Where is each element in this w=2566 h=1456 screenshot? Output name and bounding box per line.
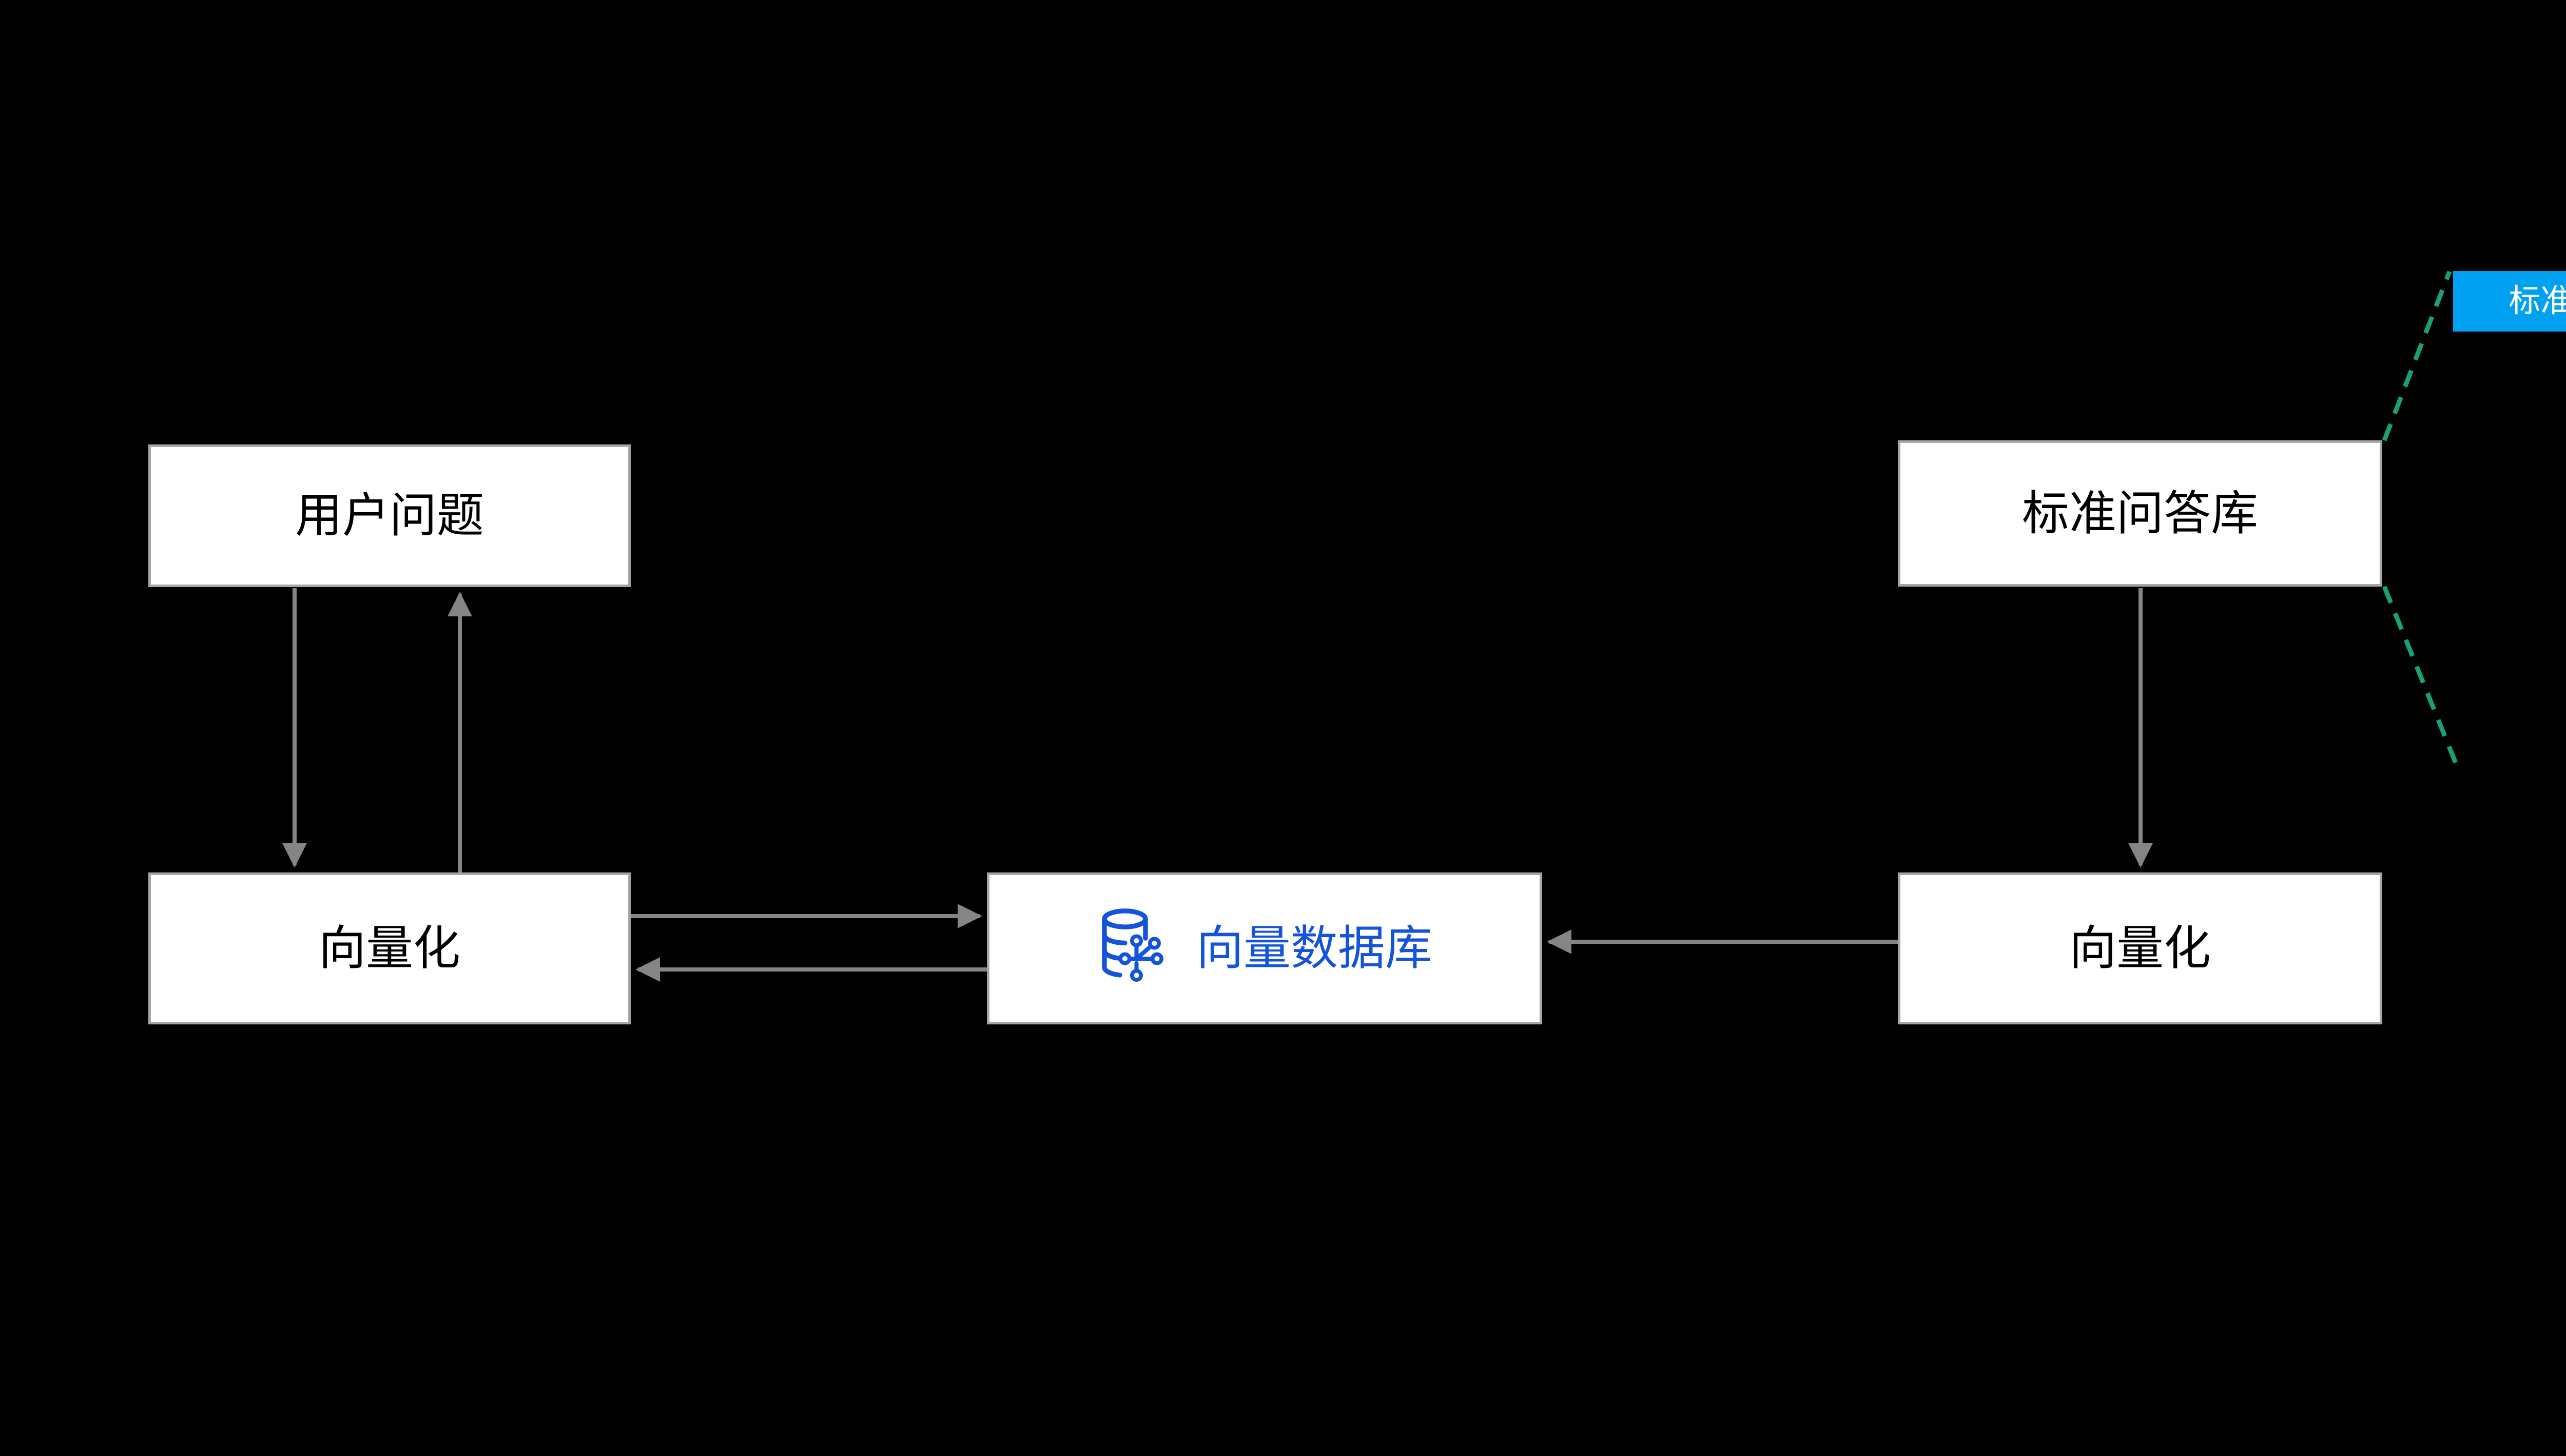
callout-dashed-line-bottom (2382, 586, 2459, 765)
node-qa-library-label: 标准问答库 (2021, 487, 2258, 540)
node-vector-database: 向量数据库 (987, 872, 1542, 1024)
node-qa-library: 标准问答库 (1898, 440, 2382, 587)
database-network-icon (1102, 908, 1163, 982)
node-vectorize-left: 向量化 (148, 872, 631, 1024)
qa-table-header: 标准Q Answer (2453, 271, 2566, 332)
qa-table-col-standard-q: 标准Q (2509, 283, 2566, 319)
node-vectorize-right: 向量化 (1898, 872, 2382, 1024)
node-user-question-label: 用户问题 (295, 490, 484, 542)
node-vectorize-left-label: 向量化 (318, 922, 460, 975)
node-vector-database-label: 向量数据库 (1196, 922, 1432, 975)
callout-dashed-line-top (2382, 270, 2452, 441)
node-user-question: 用户问题 (148, 444, 631, 587)
node-vectorize-right-label: 向量化 (2069, 922, 2211, 975)
